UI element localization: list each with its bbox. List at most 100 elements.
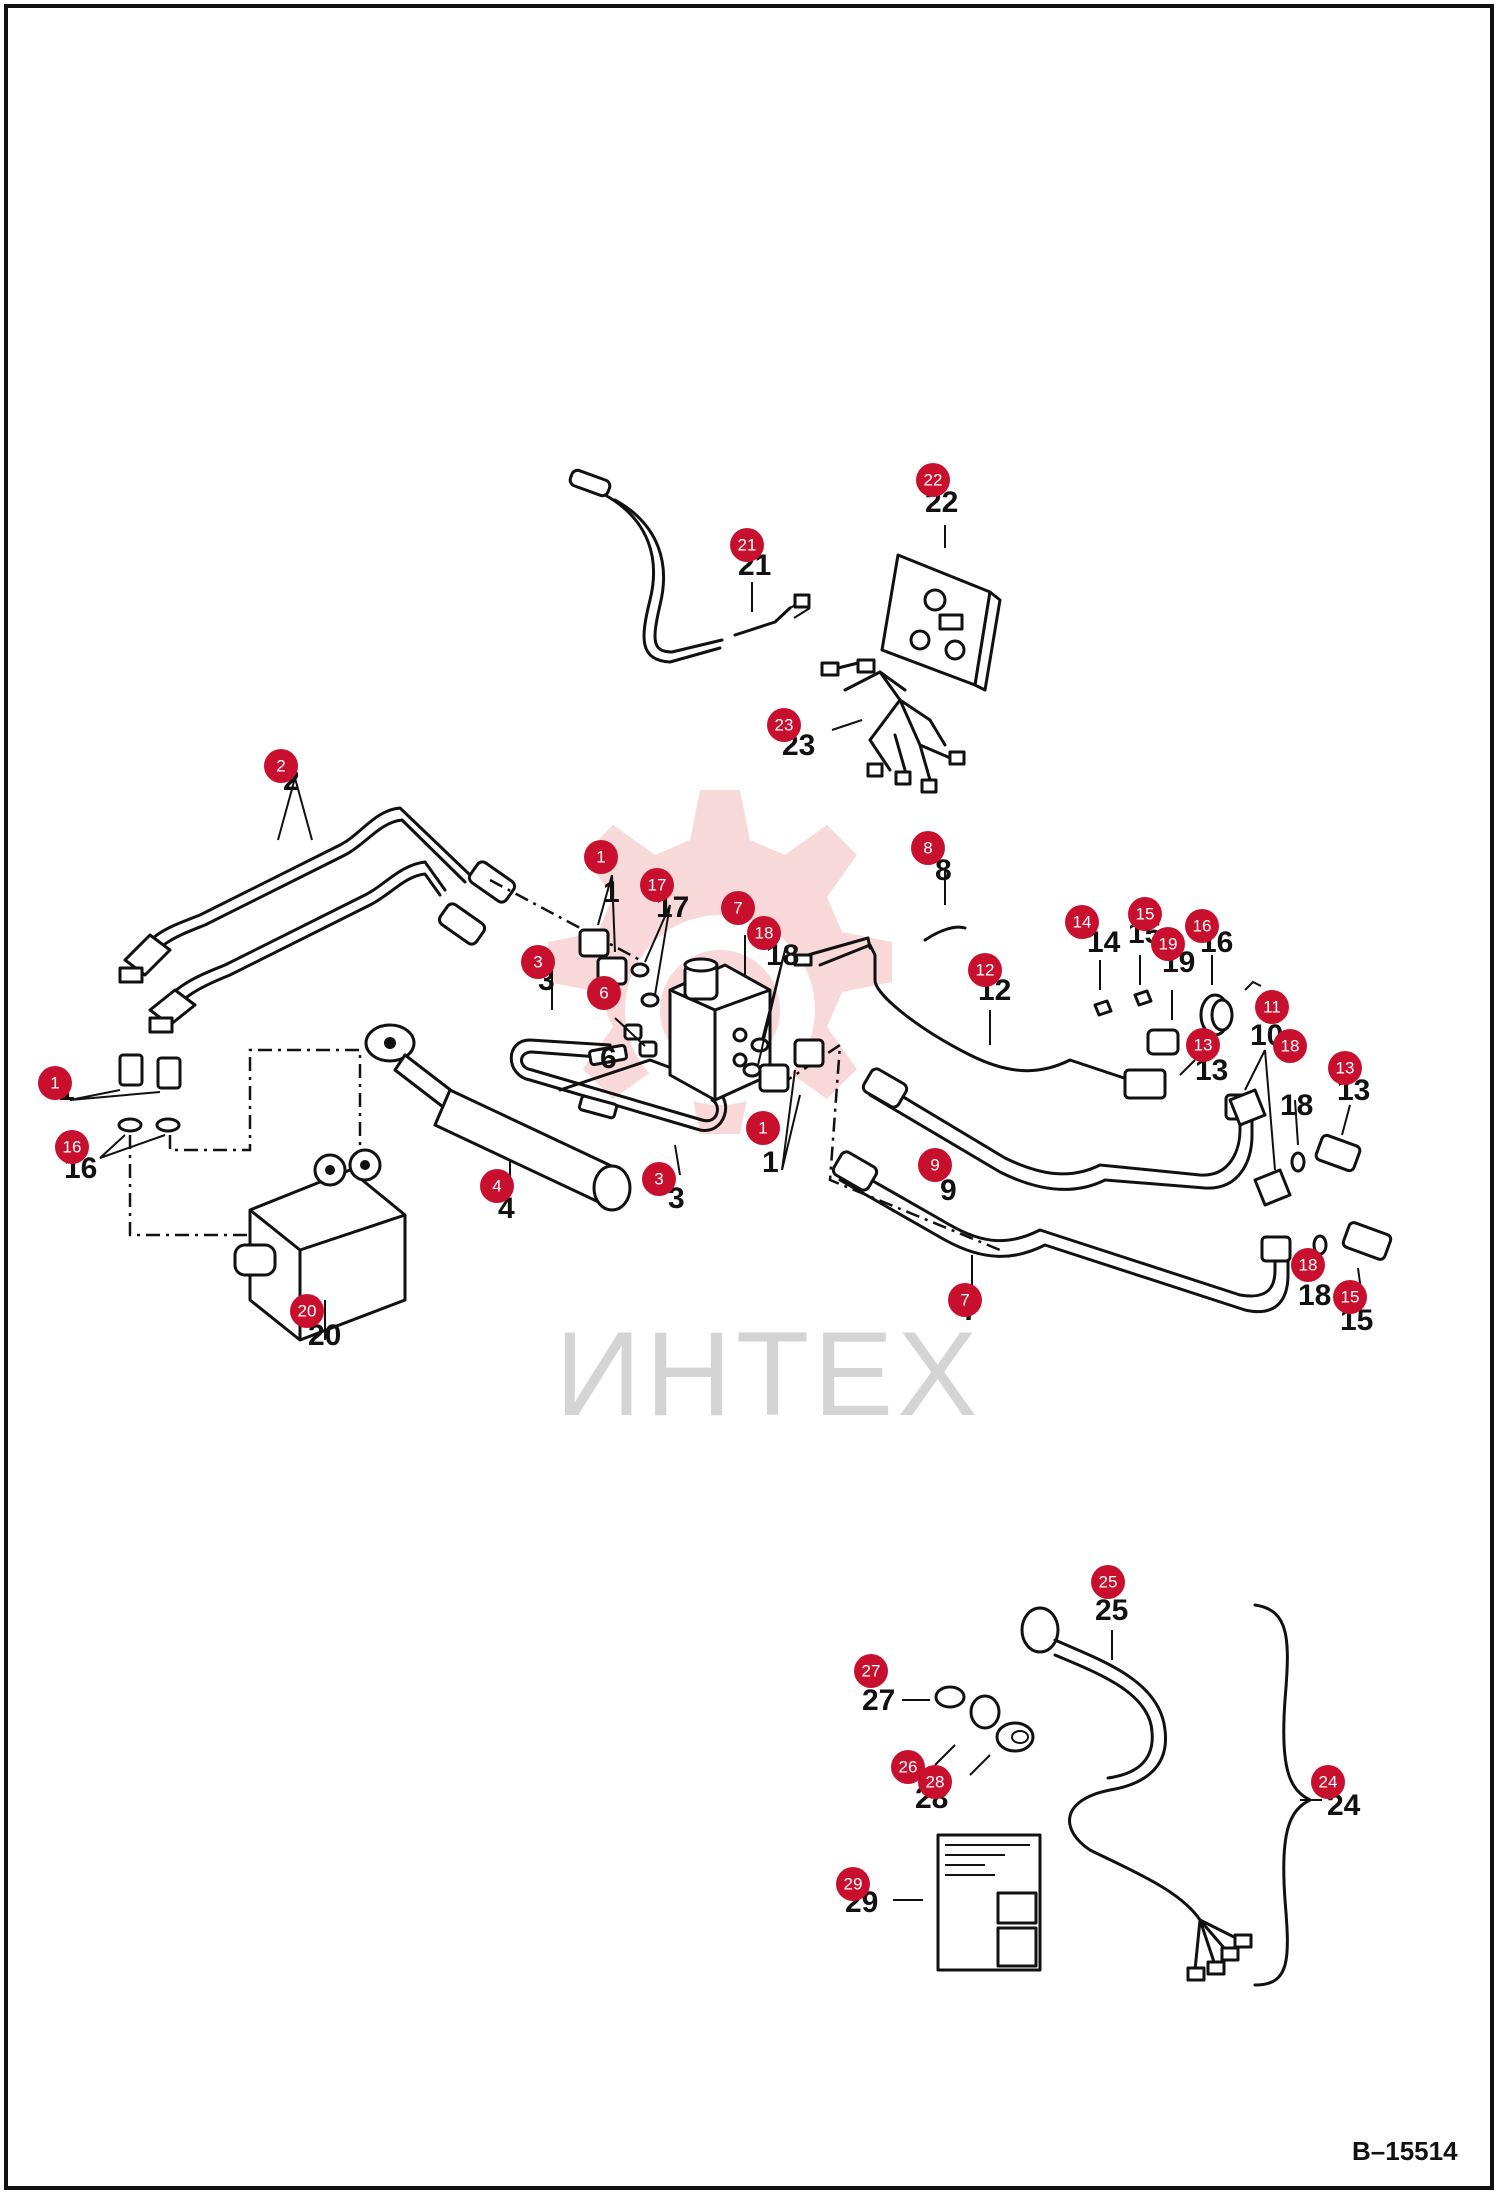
callout-badge-8[interactable]: 7: [948, 1283, 982, 1317]
callout-badge-3-bottom[interactable]: 3: [642, 1162, 676, 1196]
callout-badge-11[interactable]: 12: [968, 953, 1002, 987]
callout-badge-27[interactable]: 27: [854, 1654, 888, 1688]
part-23-harness: [820, 658, 966, 794]
part-6-valve: [668, 957, 772, 1102]
callout-badge-21[interactable]: 21: [730, 528, 764, 562]
part-20-motor: [233, 1148, 407, 1342]
svg-text:25: 25: [1099, 1573, 1118, 1592]
svg-text:1: 1: [758, 1119, 767, 1138]
svg-text:15: 15: [1341, 1288, 1360, 1307]
svg-text:18: 18: [1299, 1256, 1318, 1275]
callout-badge-7[interactable]: 8: [911, 831, 945, 865]
parts-27-26-28: [934, 1685, 1035, 1753]
svg-text:18: 18: [755, 924, 774, 943]
svg-text:3: 3: [654, 1170, 663, 1189]
label-9: 9: [940, 1174, 957, 1207]
callout-badge-18-right-top[interactable]: 18: [1273, 1029, 1307, 1063]
label-25: 25: [1095, 1594, 1128, 1627]
callout-badge-3-top[interactable]: 3: [521, 945, 555, 979]
callout-badge-1-valve-top[interactable]: 1: [584, 840, 618, 874]
svg-text:22: 22: [924, 471, 943, 490]
callout-badge-13[interactable]: 14: [1065, 905, 1099, 939]
callout-badges: 22 21 23 2 1 17 8 14 15 16 19 7 18 3 12 …: [38, 463, 1367, 1901]
label-1-valve-bottom: 1: [762, 1146, 779, 1179]
diagram-code: B–15514: [1352, 2136, 1458, 2166]
part-21-cable: [568, 468, 811, 664]
part-29-decal: [936, 1833, 1042, 1972]
svg-text:20: 20: [298, 1302, 317, 1321]
part-11-cable: [793, 936, 1167, 1100]
callout-badge-6[interactable]: 7: [721, 891, 755, 925]
part-1-fittings-valve: [578, 928, 825, 1093]
svg-text:27: 27: [862, 1662, 881, 1681]
callout-badge-18-left[interactable]: 16: [55, 1130, 89, 1164]
callout-badge-4[interactable]: 4: [480, 1169, 514, 1203]
svg-text:7: 7: [733, 899, 742, 918]
callout-badge-10[interactable]: 11: [1255, 990, 1289, 1024]
callout-badge-18-valve-right[interactable]: 18: [747, 916, 781, 950]
part-8-hose: [831, 1150, 1292, 1314]
part-7-tube: [923, 925, 967, 942]
svg-text:14: 14: [1073, 913, 1092, 932]
svg-text:2: 2: [276, 757, 285, 776]
svg-text:16: 16: [1193, 917, 1212, 936]
svg-text:28: 28: [926, 1773, 945, 1792]
part-3-tubes: [509, 1038, 728, 1132]
callout-badge-20[interactable]: 20: [290, 1294, 324, 1328]
callout-badge-17[interactable]: 16: [1185, 909, 1219, 943]
svg-text:23: 23: [775, 716, 794, 735]
parts-right-couplers: [1228, 1088, 1393, 1261]
callout-badge-19[interactable]: 19: [1151, 927, 1185, 961]
callout-badge-5[interactable]: 6: [587, 976, 621, 1010]
svg-text:17: 17: [648, 876, 667, 895]
callout-badge-14[interactable]: 15: [1128, 897, 1162, 931]
callout-badge-26[interactable]: 26: [891, 1750, 925, 1784]
callout-badge-15[interactable]: 15: [1333, 1280, 1367, 1314]
svg-text:9: 9: [930, 1156, 939, 1175]
svg-text:15: 15: [1136, 905, 1155, 924]
watermark-text: ИНТЕХ: [555, 1307, 981, 1441]
svg-text:29: 29: [844, 1875, 863, 1894]
svg-text:4: 4: [492, 1177, 501, 1196]
callout-badge-25[interactable]: 25: [1091, 1565, 1125, 1599]
svg-text:24: 24: [1319, 1773, 1338, 1792]
callout-badge-22[interactable]: 22: [916, 463, 950, 497]
label-5: 6: [600, 1042, 617, 1075]
label-7: 8: [935, 854, 952, 887]
callout-badge-12[interactable]: 13: [1186, 1028, 1220, 1062]
callout-badge-28[interactable]: 28: [918, 1765, 952, 1799]
svg-text:19: 19: [1159, 935, 1178, 954]
parts-right-small: [1093, 980, 1262, 1056]
label-18-right-top: 18: [1280, 1089, 1313, 1122]
callout-badge-1-valve-bottom[interactable]: 1: [746, 1111, 780, 1145]
svg-text:3: 3: [533, 953, 542, 972]
callout-badge-9[interactable]: 9: [918, 1148, 952, 1182]
callout-badge-23[interactable]: 23: [767, 708, 801, 742]
part-1-fittings-left: [117, 1053, 182, 1133]
svg-text:21: 21: [738, 536, 757, 555]
svg-text:11: 11: [1263, 998, 1281, 1017]
callout-badge-1-left[interactable]: 1: [38, 1066, 72, 1100]
label-3-bottom: 3: [668, 1182, 685, 1215]
callout-badge-2[interactable]: 2: [264, 749, 298, 783]
callout-badge-29[interactable]: 29: [836, 1867, 870, 1901]
svg-text:1: 1: [50, 1074, 59, 1093]
callout-badge-18-right-bottom[interactable]: 18: [1291, 1248, 1325, 1282]
svg-text:16: 16: [63, 1138, 82, 1157]
label-27: 27: [862, 1684, 895, 1717]
part-22-controller: [880, 553, 1002, 692]
svg-text:6: 6: [599, 984, 608, 1003]
svg-text:8: 8: [923, 839, 932, 858]
part-2-hoses: [118, 806, 517, 1034]
part-4-cylinder: [364, 1023, 632, 1212]
svg-text:7: 7: [960, 1291, 969, 1310]
callout-badge-18-valve-left[interactable]: 17: [640, 868, 674, 902]
label-1-valve-top: 1: [603, 876, 620, 909]
svg-text:26: 26: [899, 1758, 918, 1777]
callout-badge-16[interactable]: 13: [1328, 1051, 1362, 1085]
callout-badge-24[interactable]: 24: [1311, 1765, 1345, 1799]
svg-text:13: 13: [1194, 1036, 1213, 1055]
svg-text:1: 1: [596, 848, 605, 867]
label-18-right-bottom: 18: [1298, 1279, 1331, 1312]
